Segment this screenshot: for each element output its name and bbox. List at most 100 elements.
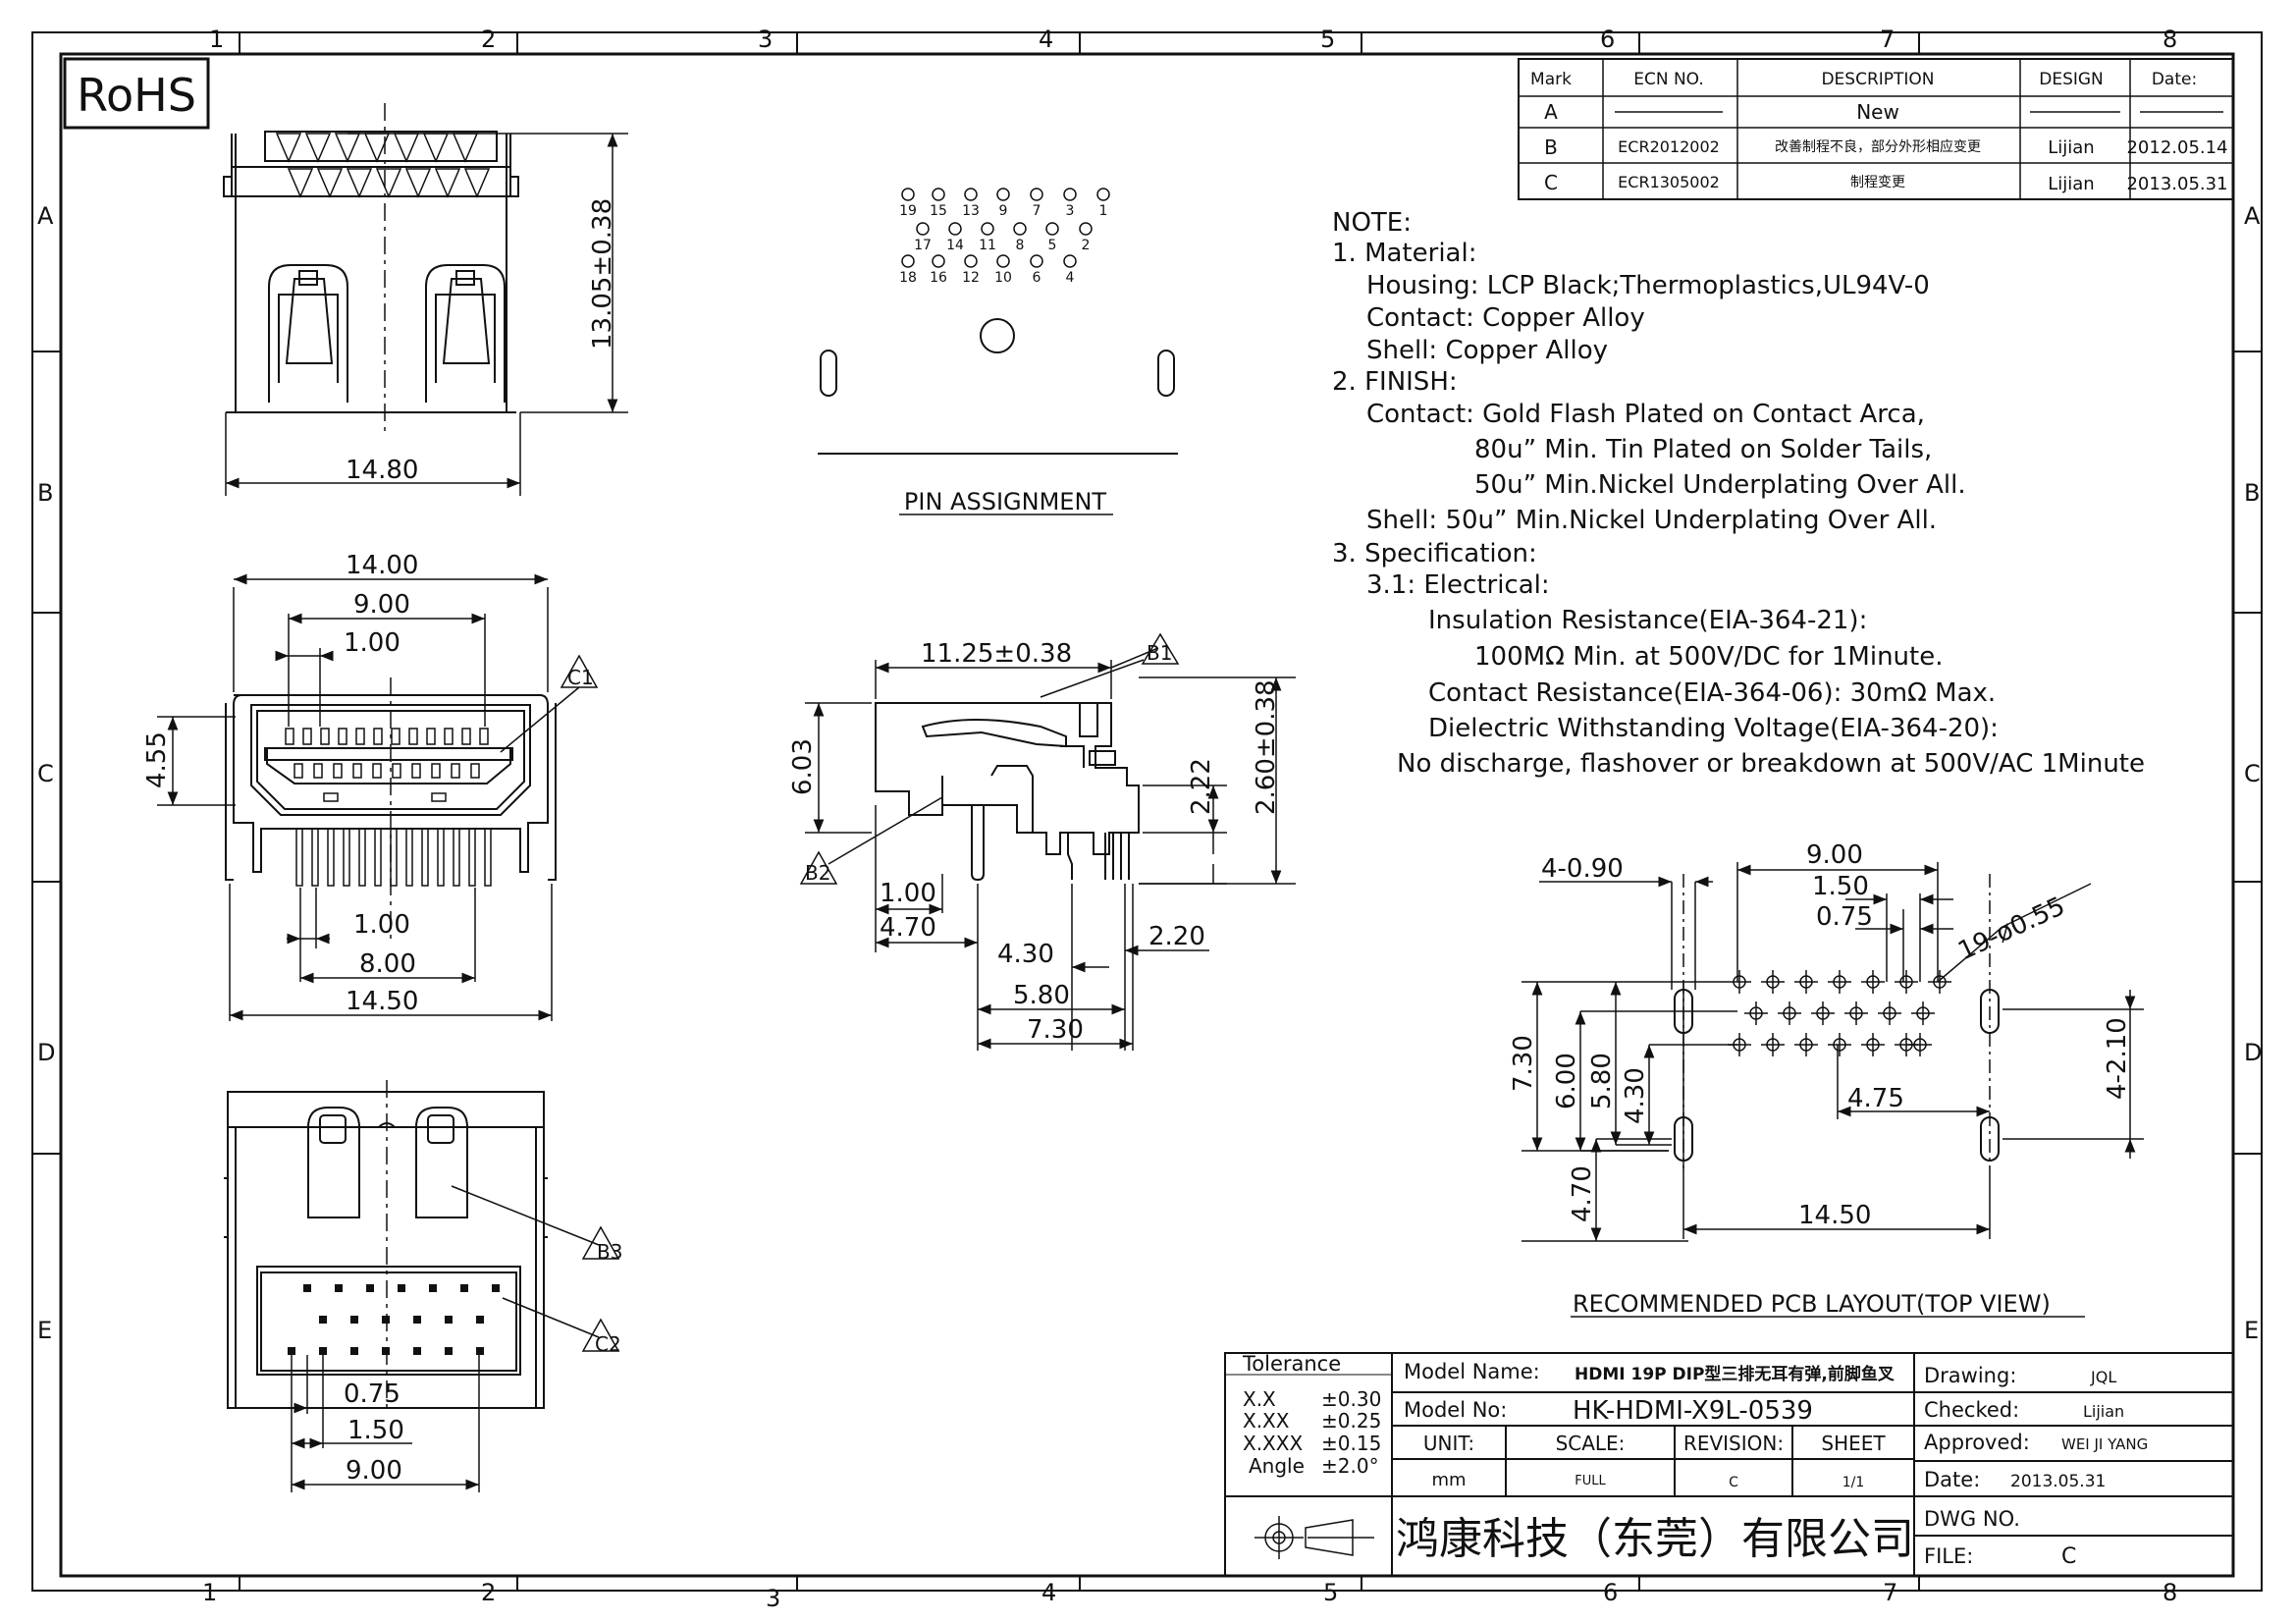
approved-value: WEI JI YANG [2061,1435,2148,1453]
dim-label: 1.00 [353,910,410,940]
model-name-label: Model Name: [1404,1360,1540,1383]
bottom-hole [319,1347,327,1355]
pin-circle [948,222,962,236]
dim-label: 14.50 [1798,1201,1871,1230]
rohs-text: RoHS [77,69,196,122]
note-line: Housing: LCP Black;Thermoplastics,UL94V-… [1366,271,1930,300]
dim-label: 5.80 [1013,981,1070,1010]
bottom-hole [350,1347,358,1355]
note-line: 1. Material: [1332,239,1476,268]
bottom-hole [366,1284,374,1292]
note-line: No discharge, flashover or breakdown at … [1397,749,2145,779]
row-label: D [37,1039,55,1066]
pin-circle [1030,188,1043,201]
pin-circle [1063,254,1077,268]
bottom-hole [398,1284,405,1292]
dwg-label: DWG NO. [1924,1507,2020,1531]
dim-label: 19-ø0.55 [1953,892,2069,966]
bottom-hole [460,1284,468,1292]
drawing-label: Drawing: [1924,1364,2016,1387]
dim-label: 2.22 [1187,758,1216,815]
tolerance-val: ±0.25 [1321,1409,1381,1433]
note-line: 80u” Min. Tin Plated on Solder Tails, [1474,435,1932,464]
notes-block: NOTE: 1. Material: Housing: LCP Black;Th… [1332,208,2145,779]
pin-assignment-title: PIN ASSIGNMENT [904,488,1106,515]
col-label: 3 [766,1585,780,1612]
bottom-hole [492,1284,500,1292]
row-label: D [2244,1039,2262,1066]
pin-circle [932,254,945,268]
rev-design: Lijian [2048,137,2094,158]
rev-header: Mark [1530,70,1572,89]
bottom-hole [319,1316,327,1324]
drawing-value: JQL [2090,1368,2116,1386]
rev-mark: C [1544,171,1558,194]
pin-number: 14 [946,238,964,253]
tolerance-key: X.XX [1243,1409,1290,1433]
pin-circle [901,188,915,201]
pin-number: 16 [930,270,947,286]
dim-label: 4.30 [1621,1067,1650,1124]
pin-circle [1063,188,1077,201]
dim-label: 8.00 [359,949,416,979]
model-no-label: Model No: [1404,1398,1507,1422]
pin-circle [1013,222,1027,236]
front-view-dims [157,573,599,1021]
sheet-frame [31,31,2263,1592]
frame-ticks [32,32,2262,1591]
bottom-view-holes [288,1284,500,1355]
pin-number: 7 [1033,203,1041,219]
bottom-view-dims [277,1080,620,1492]
callout-label: B3 [597,1240,622,1264]
pin-circle [1096,188,1110,201]
dim-label: 6.00 [1552,1053,1581,1109]
pin-circle [996,188,1010,201]
dim-label: 14.80 [346,456,418,485]
date-value: 2013.05.31 [2010,1472,2106,1491]
top-view [223,131,519,413]
pin-circle [964,188,978,201]
tolerance-val: ±0.15 [1321,1432,1381,1455]
row-label: C [2244,760,2261,787]
dim-label: 1.00 [344,628,400,658]
row-label: E [2244,1317,2259,1344]
rev-design: Lijian [2048,174,2094,194]
note-line: 50u” Min.Nickel Underplating Over All. [1474,470,1966,500]
sheet-label: SHEET [1821,1432,1886,1455]
dim-label: 4.75 [1847,1084,1904,1113]
pin-number: 18 [899,270,917,286]
scale-label: SCALE: [1556,1432,1626,1455]
note-line: Contact Resistance(EIA-364-06): 30mΩ Max… [1428,678,1996,708]
scale-value: FULL [1575,1474,1606,1488]
col-label: 5 [1323,1579,1338,1606]
model-name-value: HDMI 19P DIP型三排无耳有弹,前脚鱼叉 [1575,1364,1896,1384]
col-label: 5 [1320,26,1335,53]
rev-date: 2013.05.31 [2126,174,2227,194]
pin-number: 6 [1033,270,1041,286]
note-line: 3.1: Electrical: [1366,570,1550,600]
row-label: B [2244,479,2260,507]
pin-number: 13 [962,203,980,219]
col-label: 1 [209,26,224,53]
sheet-value: 1/1 [1842,1475,1865,1490]
pin-number: 12 [962,270,980,286]
rev-date: 2012.05.14 [2126,137,2227,158]
checked-label: Checked: [1924,1398,2019,1422]
bottom-hole [413,1347,421,1355]
bottom-view [224,1091,548,1409]
note-line: Insulation Resistance(EIA-364-21): [1428,606,1867,635]
dim-label: 1.00 [880,879,936,908]
row-label: A [37,202,54,230]
dim-label: 9.00 [353,590,410,620]
col-label: 4 [1041,1579,1056,1606]
dim-label: 14.50 [346,987,418,1016]
row-label: B [37,479,53,507]
side-view [875,702,1140,882]
unit-label: UNIT: [1423,1432,1474,1455]
pin-number: 3 [1066,203,1075,219]
pin-number: 17 [914,238,932,253]
rev-header: ECN NO. [1633,70,1704,89]
revision-table: Mark ECN NO. DESCRIPTION DESIGN Date: A … [1518,58,2234,200]
row-label: A [2244,202,2261,230]
rev-mark: B [1544,135,1558,159]
